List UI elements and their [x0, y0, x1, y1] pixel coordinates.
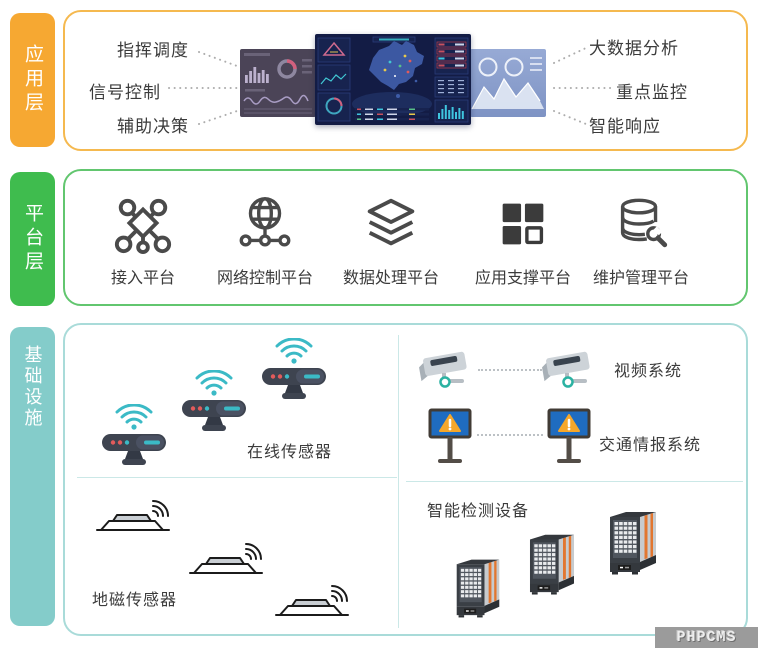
platform-item-maintenance: 维护管理平台 — [581, 193, 701, 288]
app-item-big-data-analysis: 大数据分析 — [589, 39, 679, 58]
geomagnetic-sensor-icon — [95, 493, 175, 540]
online-sensors-label: 在线传感器 — [247, 444, 333, 461]
online-sensor-icon — [96, 403, 172, 475]
geomagnetic-sensor-icon — [274, 578, 354, 625]
platform-item-label: 网络控制平台 — [216, 270, 313, 287]
platform-item-label: 接入平台 — [110, 270, 175, 287]
network-nodes-icon — [112, 193, 174, 255]
phpcms-watermark: PHPCMS — [655, 627, 758, 648]
platform-layer-box: 接入平台 网络控制平台 — [63, 169, 748, 306]
sign-dotted-link — [477, 434, 543, 436]
platform-item-network-control: 网络控制平台 — [205, 193, 325, 288]
app-item-smart-response: 智能响应 — [589, 117, 661, 136]
application-layer-tag-text: 应用层 — [22, 44, 43, 116]
infrastructure-layer-box: 在线传感器 — [63, 323, 748, 636]
dotted-connector-lines — [168, 47, 614, 125]
app-grid-icon — [492, 193, 554, 255]
platform-item-access: 接入平台 — [83, 193, 203, 288]
cctv-camera-icon — [418, 345, 480, 402]
app-item-command-dispatch: 指挥调度 — [117, 41, 189, 60]
vertical-divider — [398, 335, 399, 628]
infrastructure-layer-tag: 基础设施 — [10, 327, 55, 626]
globe-network-icon — [234, 193, 296, 255]
app-item-key-monitoring: 重点监控 — [616, 83, 688, 102]
dashboard-screen-right — [470, 49, 546, 117]
application-layer-box: 指挥调度 信号控制 辅助决策 大数据分析 重点监控 智能响应 — [63, 10, 748, 151]
platform-layer-tag-text: 平台层 — [22, 203, 43, 275]
platform-item-label: 应用支撑平台 — [474, 270, 571, 287]
dashboard-screen-left — [240, 49, 316, 117]
detection-device-icon — [606, 505, 660, 580]
app-item-signal-control: 信号控制 — [89, 83, 161, 102]
platform-item-label: 数据处理平台 — [342, 270, 439, 287]
dashboard-screen-center — [315, 34, 471, 125]
traffic-sign-icon — [546, 407, 592, 470]
application-layer-tag: 应用层 — [10, 13, 55, 147]
dashboard-right-graphic — [470, 49, 546, 117]
dashboard-center-graphic — [315, 34, 471, 125]
dashboard-montage — [240, 34, 546, 125]
traffic-sign-icon — [427, 407, 473, 470]
app-item-decision-support: 辅助决策 — [117, 117, 189, 136]
dashboard-left-graphic — [240, 49, 316, 117]
geomagnetic-sensors-label: 地磁传感器 — [92, 592, 178, 609]
platform-item-app-support: 应用支撑平台 — [463, 193, 583, 288]
platform-item-data-processing: 数据处理平台 — [331, 193, 451, 288]
database-wrench-icon — [610, 193, 672, 255]
platform-item-label: 维护管理平台 — [592, 270, 689, 287]
online-sensor-icon — [176, 369, 252, 441]
smart-detection-label: 智能检测设备 — [427, 503, 530, 520]
infrastructure-layer-tag-text: 基础设施 — [22, 345, 43, 429]
horizontal-divider-left — [77, 477, 397, 478]
platform-layer-tag: 平台层 — [10, 172, 55, 306]
geomagnetic-sensor-icon — [188, 536, 268, 583]
online-sensor-icon — [256, 337, 332, 409]
detection-device-icon — [453, 553, 503, 623]
cctv-camera-icon — [541, 345, 603, 402]
traffic-info-system-label: 交通情报系统 — [599, 437, 702, 454]
camera-dotted-link — [478, 369, 542, 371]
detection-device-icon — [526, 528, 578, 600]
horizontal-divider-right — [406, 481, 743, 482]
phpcms-watermark-text: PHPCMS — [676, 629, 737, 646]
stacked-layers-icon — [360, 193, 422, 255]
video-system-label: 视频系统 — [614, 363, 683, 380]
